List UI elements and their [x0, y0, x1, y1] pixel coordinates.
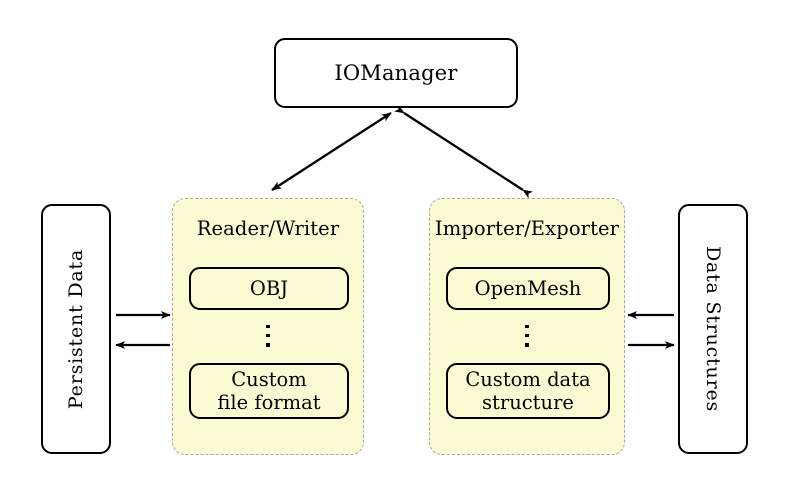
connector-manager-reader-writer [271, 112, 392, 191]
group-reader-writer-title: Reader/Writer [196, 217, 340, 240]
ellipsis-dot [266, 334, 270, 338]
item-custom-data-structure[interactable]: Custom data structure [446, 363, 610, 419]
item-custom-file-format-label: Custom file format [217, 368, 320, 414]
node-persistent-data[interactable]: Persistent Data [41, 204, 111, 454]
ellipsis-dot [266, 325, 270, 329]
connector-manager-importer-exporter [394, 104, 533, 199]
node-data-structures[interactable]: Data Structures [678, 204, 748, 454]
ellipsis-dot [525, 334, 529, 338]
item-obj-label: OBJ [249, 277, 289, 300]
item-custom-data-structure-label: Custom data structure [465, 368, 590, 414]
item-custom-file-format[interactable]: Custom file format [189, 363, 349, 419]
group-importer-exporter-title: Importer/Exporter [434, 217, 620, 240]
item-custom-data-structure-line1: Custom data [465, 368, 591, 391]
ellipsis-dot [525, 343, 529, 347]
item-custom-file-format-line1: Custom [231, 368, 307, 391]
group-reader-writer[interactable]: Reader/Writer OBJ Custom file format [172, 198, 364, 455]
node-persistent-data-label: Persistent Data [65, 248, 87, 410]
ellipsis-dot [525, 325, 529, 329]
node-iomanager-label: IOManager [334, 61, 458, 85]
ellipsis-reader-writer [173, 325, 363, 353]
group-importer-exporter[interactable]: Importer/Exporter OpenMesh Custom data s… [429, 198, 625, 455]
ellipsis-dot [266, 343, 270, 347]
item-openmesh-label: OpenMesh [474, 277, 582, 300]
ellipsis-importer-exporter [430, 325, 624, 353]
item-custom-data-structure-line2: structure [482, 391, 574, 414]
item-custom-file-format-line2: file format [217, 391, 321, 414]
item-openmesh[interactable]: OpenMesh [446, 267, 610, 310]
node-iomanager[interactable]: IOManager [274, 38, 518, 108]
node-data-structures-label: Data Structures [702, 245, 724, 413]
item-obj[interactable]: OBJ [189, 267, 349, 310]
